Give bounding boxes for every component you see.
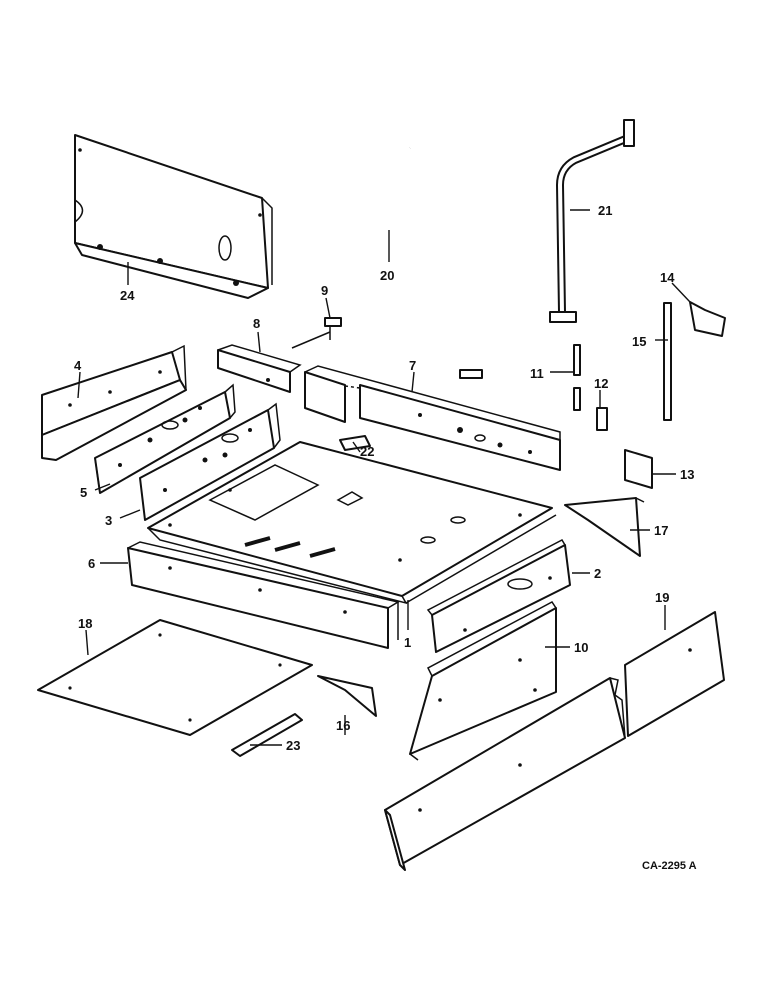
- callout-11: 11: [530, 366, 544, 381]
- callout-3: 3: [105, 513, 112, 528]
- part-19-front-panel: [384, 611, 725, 871]
- callout-22: 22: [360, 444, 374, 459]
- part-4-side-plate: [41, 344, 187, 461]
- callout-2: 2: [594, 566, 601, 581]
- callout-8: 8: [253, 316, 260, 331]
- part-5-frame-rail: [94, 383, 236, 494]
- part-20-hand-rail: [322, 146, 483, 379]
- part-8-bracket: [217, 344, 302, 393]
- part-12-clip: [596, 407, 608, 431]
- part-14-bracket: [689, 301, 726, 337]
- callout-16: 16: [336, 718, 350, 733]
- callout-19: 19: [655, 590, 669, 605]
- callout-6: 6: [88, 556, 95, 571]
- callout-1: 1: [404, 635, 411, 650]
- callout-9: 9: [321, 283, 328, 298]
- callout-13: 13: [680, 467, 694, 482]
- callout-17: 17: [654, 523, 668, 538]
- part-16-bracket: [317, 675, 377, 717]
- callout-7: 7: [409, 358, 416, 373]
- callout-23: 23: [286, 738, 300, 753]
- callout-labels: 24 20 21 9 8 4 7 14 15 11 12 13 22 17 5 …: [74, 203, 697, 872]
- callout-21: 21: [598, 203, 612, 218]
- part-9-bolt: [291, 317, 342, 349]
- callout-14: 14: [660, 270, 675, 285]
- callout-20: 20: [380, 268, 394, 283]
- part-22-plate: [339, 435, 371, 451]
- part-13-plate: [624, 449, 653, 489]
- callout-15: 15: [632, 334, 646, 349]
- part-23-strip: [231, 713, 303, 757]
- part-3-frame-rail: [139, 402, 281, 521]
- callout-24: 24: [120, 288, 135, 303]
- diagram-code: CA-2295 A: [642, 860, 697, 872]
- part-15-strip: [663, 302, 672, 421]
- part-10-side-panel: [409, 601, 557, 761]
- part-21-post: [549, 119, 635, 323]
- callout-5: 5: [80, 485, 87, 500]
- leader-lines: [77, 209, 691, 746]
- part-24-rear-panel: [74, 134, 273, 299]
- callout-12: 12: [594, 376, 608, 391]
- callout-4: 4: [74, 358, 82, 373]
- part-6-front-channel: [127, 541, 400, 649]
- part-18-panel: [37, 619, 313, 736]
- callout-18: 18: [78, 616, 92, 631]
- part-17-bracket: [564, 497, 645, 557]
- part-7-channel: [304, 365, 561, 471]
- callout-10: 10: [574, 640, 588, 655]
- part-1-floor: [147, 441, 557, 605]
- part-11-strap: [573, 344, 581, 411]
- part-2-side-channel: [426, 539, 571, 653]
